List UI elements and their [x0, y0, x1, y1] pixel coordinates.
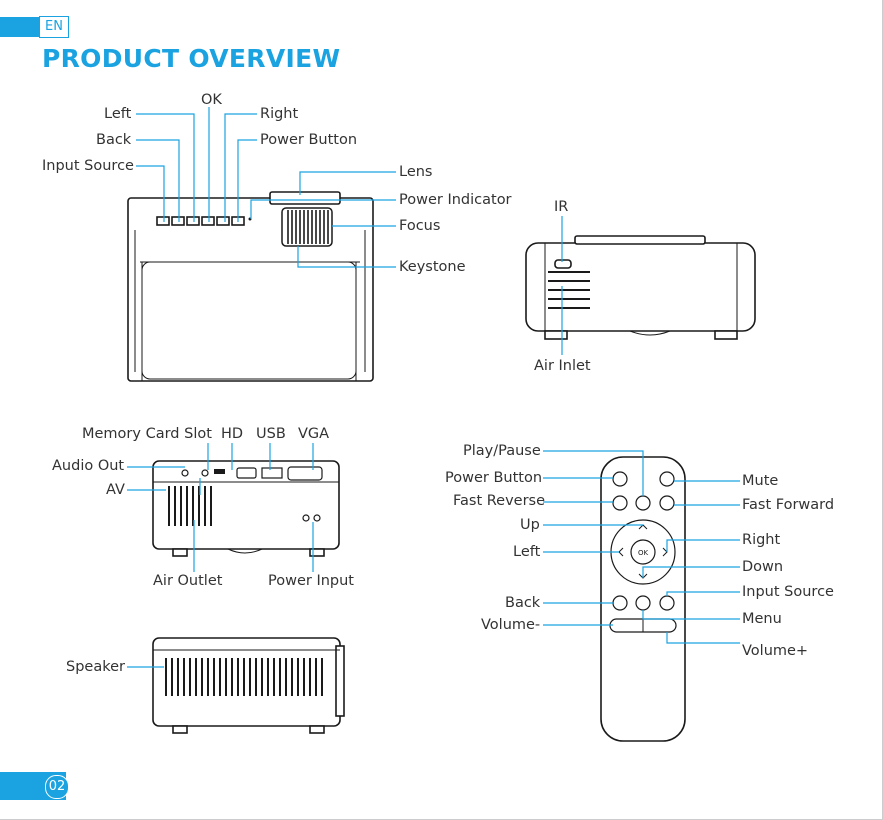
label-focus: Focus — [399, 218, 441, 234]
label-ir: IR — [554, 199, 569, 215]
label-remote-up: Up — [520, 517, 540, 533]
language-badge: EN — [39, 16, 69, 38]
label-top-input-source: Input Source — [42, 158, 134, 174]
label-air-inlet: Air Inlet — [534, 358, 591, 374]
label-speaker: Speaker — [66, 659, 125, 675]
label-remote-back: Back — [505, 595, 541, 611]
label-top-ok: OK — [201, 92, 222, 108]
label-remote-volume-minus: Volume- — [481, 617, 541, 633]
side-view-projector — [127, 637, 345, 734]
label-remote-input-source: Input Source — [742, 584, 834, 600]
label-keystone: Keystone — [399, 259, 466, 275]
label-remote-mute: Mute — [742, 473, 779, 489]
front-view-projector — [525, 216, 756, 355]
label-remote-play-pause: Play/Pause — [463, 443, 541, 459]
lens-knob — [281, 207, 333, 247]
label-remote-left: Left — [513, 544, 541, 560]
page-number: 02 — [45, 775, 69, 799]
label-power-indicator: Power Indicator — [399, 192, 512, 208]
label-top-back: Back — [96, 132, 132, 148]
label-power-input: Power Input — [268, 573, 354, 589]
label-remote-down: Down — [742, 559, 784, 575]
label-top-right: Right — [260, 106, 299, 122]
label-air-outlet: Air Outlet — [153, 573, 223, 589]
label-remote-fast-forward: Fast Forward — [742, 497, 835, 513]
rear-ports — [181, 466, 323, 481]
label-remote-power-button: Power Button — [445, 470, 543, 486]
top-view-projector — [127, 107, 396, 382]
rear-view-projector — [127, 443, 340, 572]
label-lens: Lens — [399, 164, 433, 180]
label-remote-menu: Menu — [742, 611, 782, 627]
label-top-left: Left — [104, 106, 132, 122]
label-av: AV — [106, 482, 125, 498]
label-remote-right: Right — [742, 532, 781, 548]
label-vga: VGA — [298, 426, 330, 442]
page-title: PRODUCT OVERVIEW — [42, 44, 341, 73]
label-memory-card-slot: Memory Card Slot — [82, 426, 212, 442]
label-remote-volume-plus: Volume+ — [742, 643, 809, 659]
label-usb: USB — [256, 426, 286, 442]
label-remote-fast-reverse: Fast Reverse — [453, 493, 546, 509]
remote-control: OK — [543, 450, 740, 742]
svg-text:OK: OK — [638, 549, 649, 557]
label-audio-out: Audio Out — [52, 458, 125, 474]
label-hd: HD — [221, 426, 244, 442]
label-top-power-button: Power Button — [260, 132, 358, 148]
